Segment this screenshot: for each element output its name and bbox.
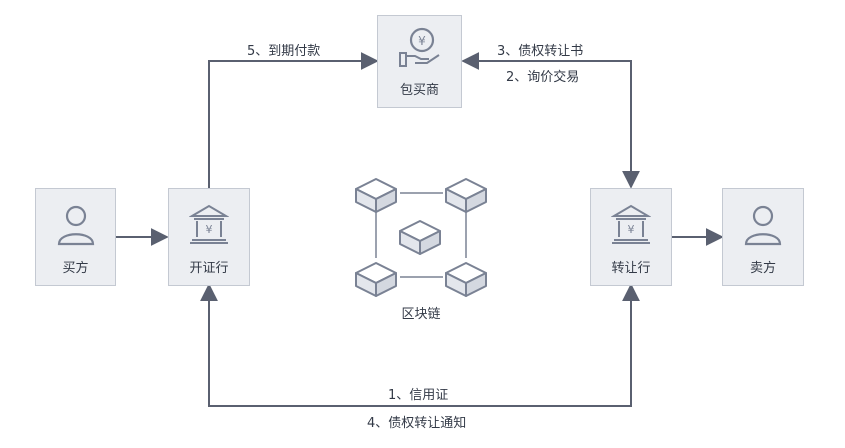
person-icon — [744, 205, 782, 246]
person-icon — [57, 205, 94, 246]
transferring-bank-label: 转让行 — [611, 261, 651, 276]
svg-text:¥: ¥ — [628, 223, 635, 236]
transfer-letter-label: 3、债权转让书 — [497, 44, 584, 59]
svg-text:¥: ¥ — [418, 34, 426, 48]
arrow-forfaiter-transferring-bank — [461, 52, 640, 189]
issuing-bank-node[interactable]: ¥ 开证行 — [168, 188, 250, 286]
bank-icon: ¥ — [189, 204, 229, 244]
seller-label: 卖方 — [749, 261, 776, 276]
arrow-payment — [208, 52, 379, 188]
transfer-notice-label: 4、债权转让通知 — [367, 416, 467, 431]
bank-icon: ¥ — [611, 204, 651, 244]
money-hand-icon: ¥ — [398, 27, 440, 67]
blockchain-cubes-icon — [375, 192, 467, 278]
letter-of-credit-label: 1、信用证 — [388, 388, 449, 403]
block-cube — [445, 178, 487, 213]
forfaiter-label: 包买商 — [399, 83, 439, 98]
block-cube — [355, 262, 397, 297]
block-cube — [399, 220, 441, 255]
inquiry-label: 2、询价交易 — [506, 70, 580, 85]
svg-text:¥: ¥ — [206, 223, 213, 236]
forfaiter-node[interactable]: ¥ 包买商 — [377, 15, 462, 108]
blockchain-label: 区块链 — [401, 307, 441, 322]
seller-node[interactable]: 卖方 — [722, 188, 804, 286]
block-cube — [445, 262, 487, 297]
block-cube — [355, 178, 397, 213]
buyer-node[interactable]: 买方 — [35, 188, 116, 286]
issuing-bank-label: 开证行 — [189, 261, 229, 276]
payment-label: 5、到期付款 — [247, 44, 321, 59]
buyer-label: 买方 — [62, 261, 89, 276]
arrow-letter-of-credit — [200, 283, 640, 407]
transferring-bank-node[interactable]: ¥ 转让行 — [590, 188, 672, 286]
